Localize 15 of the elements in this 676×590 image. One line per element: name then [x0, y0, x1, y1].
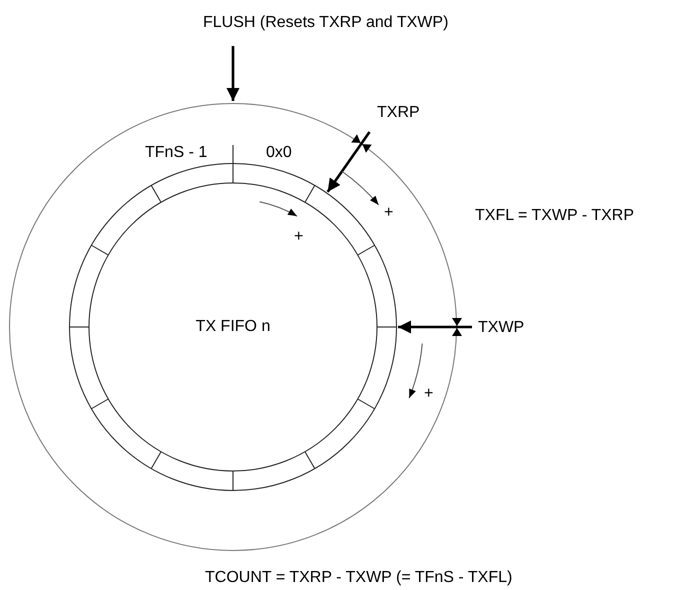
pointer-label: FLUSH (Resets TXRP and TXWP)	[203, 14, 448, 32]
pointer-label: TXWP	[478, 319, 524, 337]
increment-sign: +	[294, 228, 304, 246]
formula-text: TCOUNT = TXRP - TXWP (= TFnS - TXFL)	[205, 569, 512, 587]
pointer-label: TXRP	[377, 104, 420, 122]
index-label: 0x0	[266, 144, 292, 162]
index-label: TFnS - 1	[145, 144, 208, 162]
formula-text: TXFL = TXWP - TXRP	[475, 207, 634, 225]
arrow	[326, 131, 371, 193]
increment-sign: +	[384, 204, 394, 222]
fifo-ring	[69, 163, 397, 491]
increment-sign: +	[424, 385, 434, 403]
outer-circle	[9, 103, 457, 551]
arrow	[226, 46, 240, 101]
fifo-label: TX FIFO n	[196, 318, 270, 336]
